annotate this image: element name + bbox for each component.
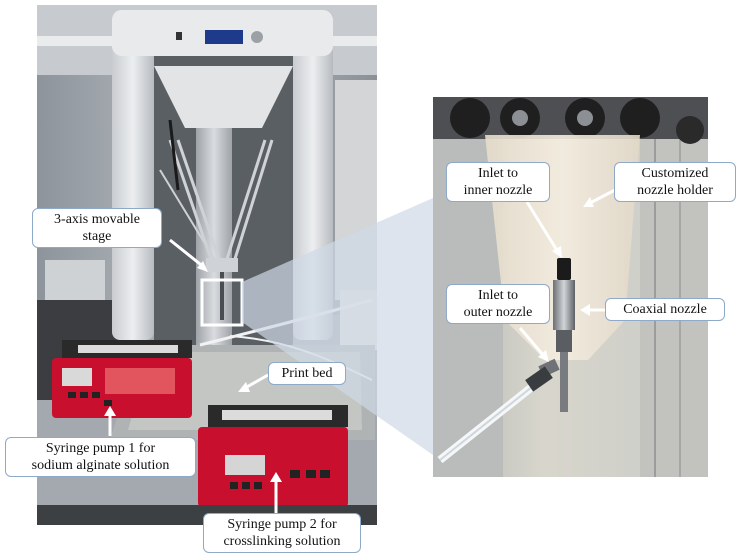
label-pump2-line1: Syringe pump 2 for (227, 517, 337, 532)
label-coaxial-text: Coaxial nozzle (623, 302, 707, 317)
label-inlet-outer-line1: Inlet to (477, 288, 519, 303)
label-stage-line1: 3-axis movable (54, 212, 140, 227)
label-syringe-pump-2: Syringe pump 2 for crosslinking solution (203, 513, 361, 553)
label-3-axis-movable-stage: 3-axis movable stage (32, 208, 162, 248)
syringe-pump-1 (52, 340, 192, 418)
label-print-bed-text: Print bed (281, 366, 333, 381)
label-inlet-inner-line2: inner nozzle (463, 183, 533, 198)
zoom-projection (242, 198, 433, 455)
label-pump1-line1: Syringe pump 1 for (45, 441, 156, 456)
label-stage-line2: stage (82, 229, 112, 244)
label-inlet-outer-line2: outer nozzle (463, 305, 533, 320)
label-coaxial-nozzle: Coaxial nozzle (605, 298, 725, 321)
label-customized-nozzle-holder: Customized nozzle holder (614, 162, 736, 202)
label-inlet-outer-nozzle: Inlet to outer nozzle (446, 284, 550, 324)
label-inlet-inner-line1: Inlet to (477, 166, 519, 181)
annotation-arrows (104, 188, 616, 513)
syringe-pump-2 (198, 405, 348, 507)
label-pump1-line2: sodium alginate solution (31, 458, 170, 473)
label-holder-line1: Customized (641, 166, 709, 181)
label-holder-line2: nozzle holder (637, 183, 713, 198)
label-syringe-pump-1: Syringe pump 1 for sodium alginate solut… (5, 437, 196, 477)
label-print-bed: Print bed (268, 362, 346, 385)
label-inlet-inner-nozzle: Inlet to inner nozzle (446, 162, 550, 202)
label-pump2-line2: crosslinking solution (223, 534, 341, 549)
